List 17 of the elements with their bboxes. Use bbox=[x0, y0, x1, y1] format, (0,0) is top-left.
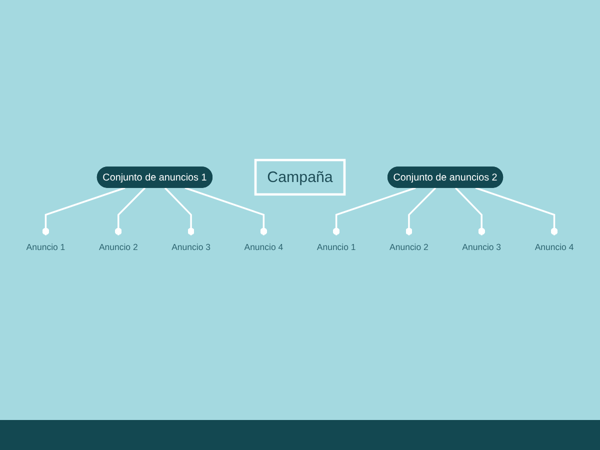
node-text: Anuncio 2 bbox=[390, 242, 428, 252]
node-text: Anuncio 1 bbox=[26, 242, 66, 252]
connector bbox=[42, 187, 126, 236]
node-text: Anuncio 3 bbox=[462, 242, 502, 252]
node-text: Anuncio 2 bbox=[98, 242, 138, 252]
node-text: Anuncio 1 bbox=[316, 242, 356, 252]
node-box: Campaña bbox=[254, 158, 346, 196]
node-text: Anuncio 4 bbox=[534, 242, 574, 252]
connector bbox=[114, 187, 146, 236]
connector bbox=[184, 187, 268, 236]
connector bbox=[475, 187, 558, 236]
node-text: Anuncio 3 bbox=[172, 242, 210, 252]
node-text: Anuncio 4 bbox=[244, 242, 284, 252]
connector bbox=[454, 187, 486, 236]
connector bbox=[405, 187, 436, 236]
connector bbox=[164, 187, 195, 236]
connector bbox=[332, 187, 416, 236]
